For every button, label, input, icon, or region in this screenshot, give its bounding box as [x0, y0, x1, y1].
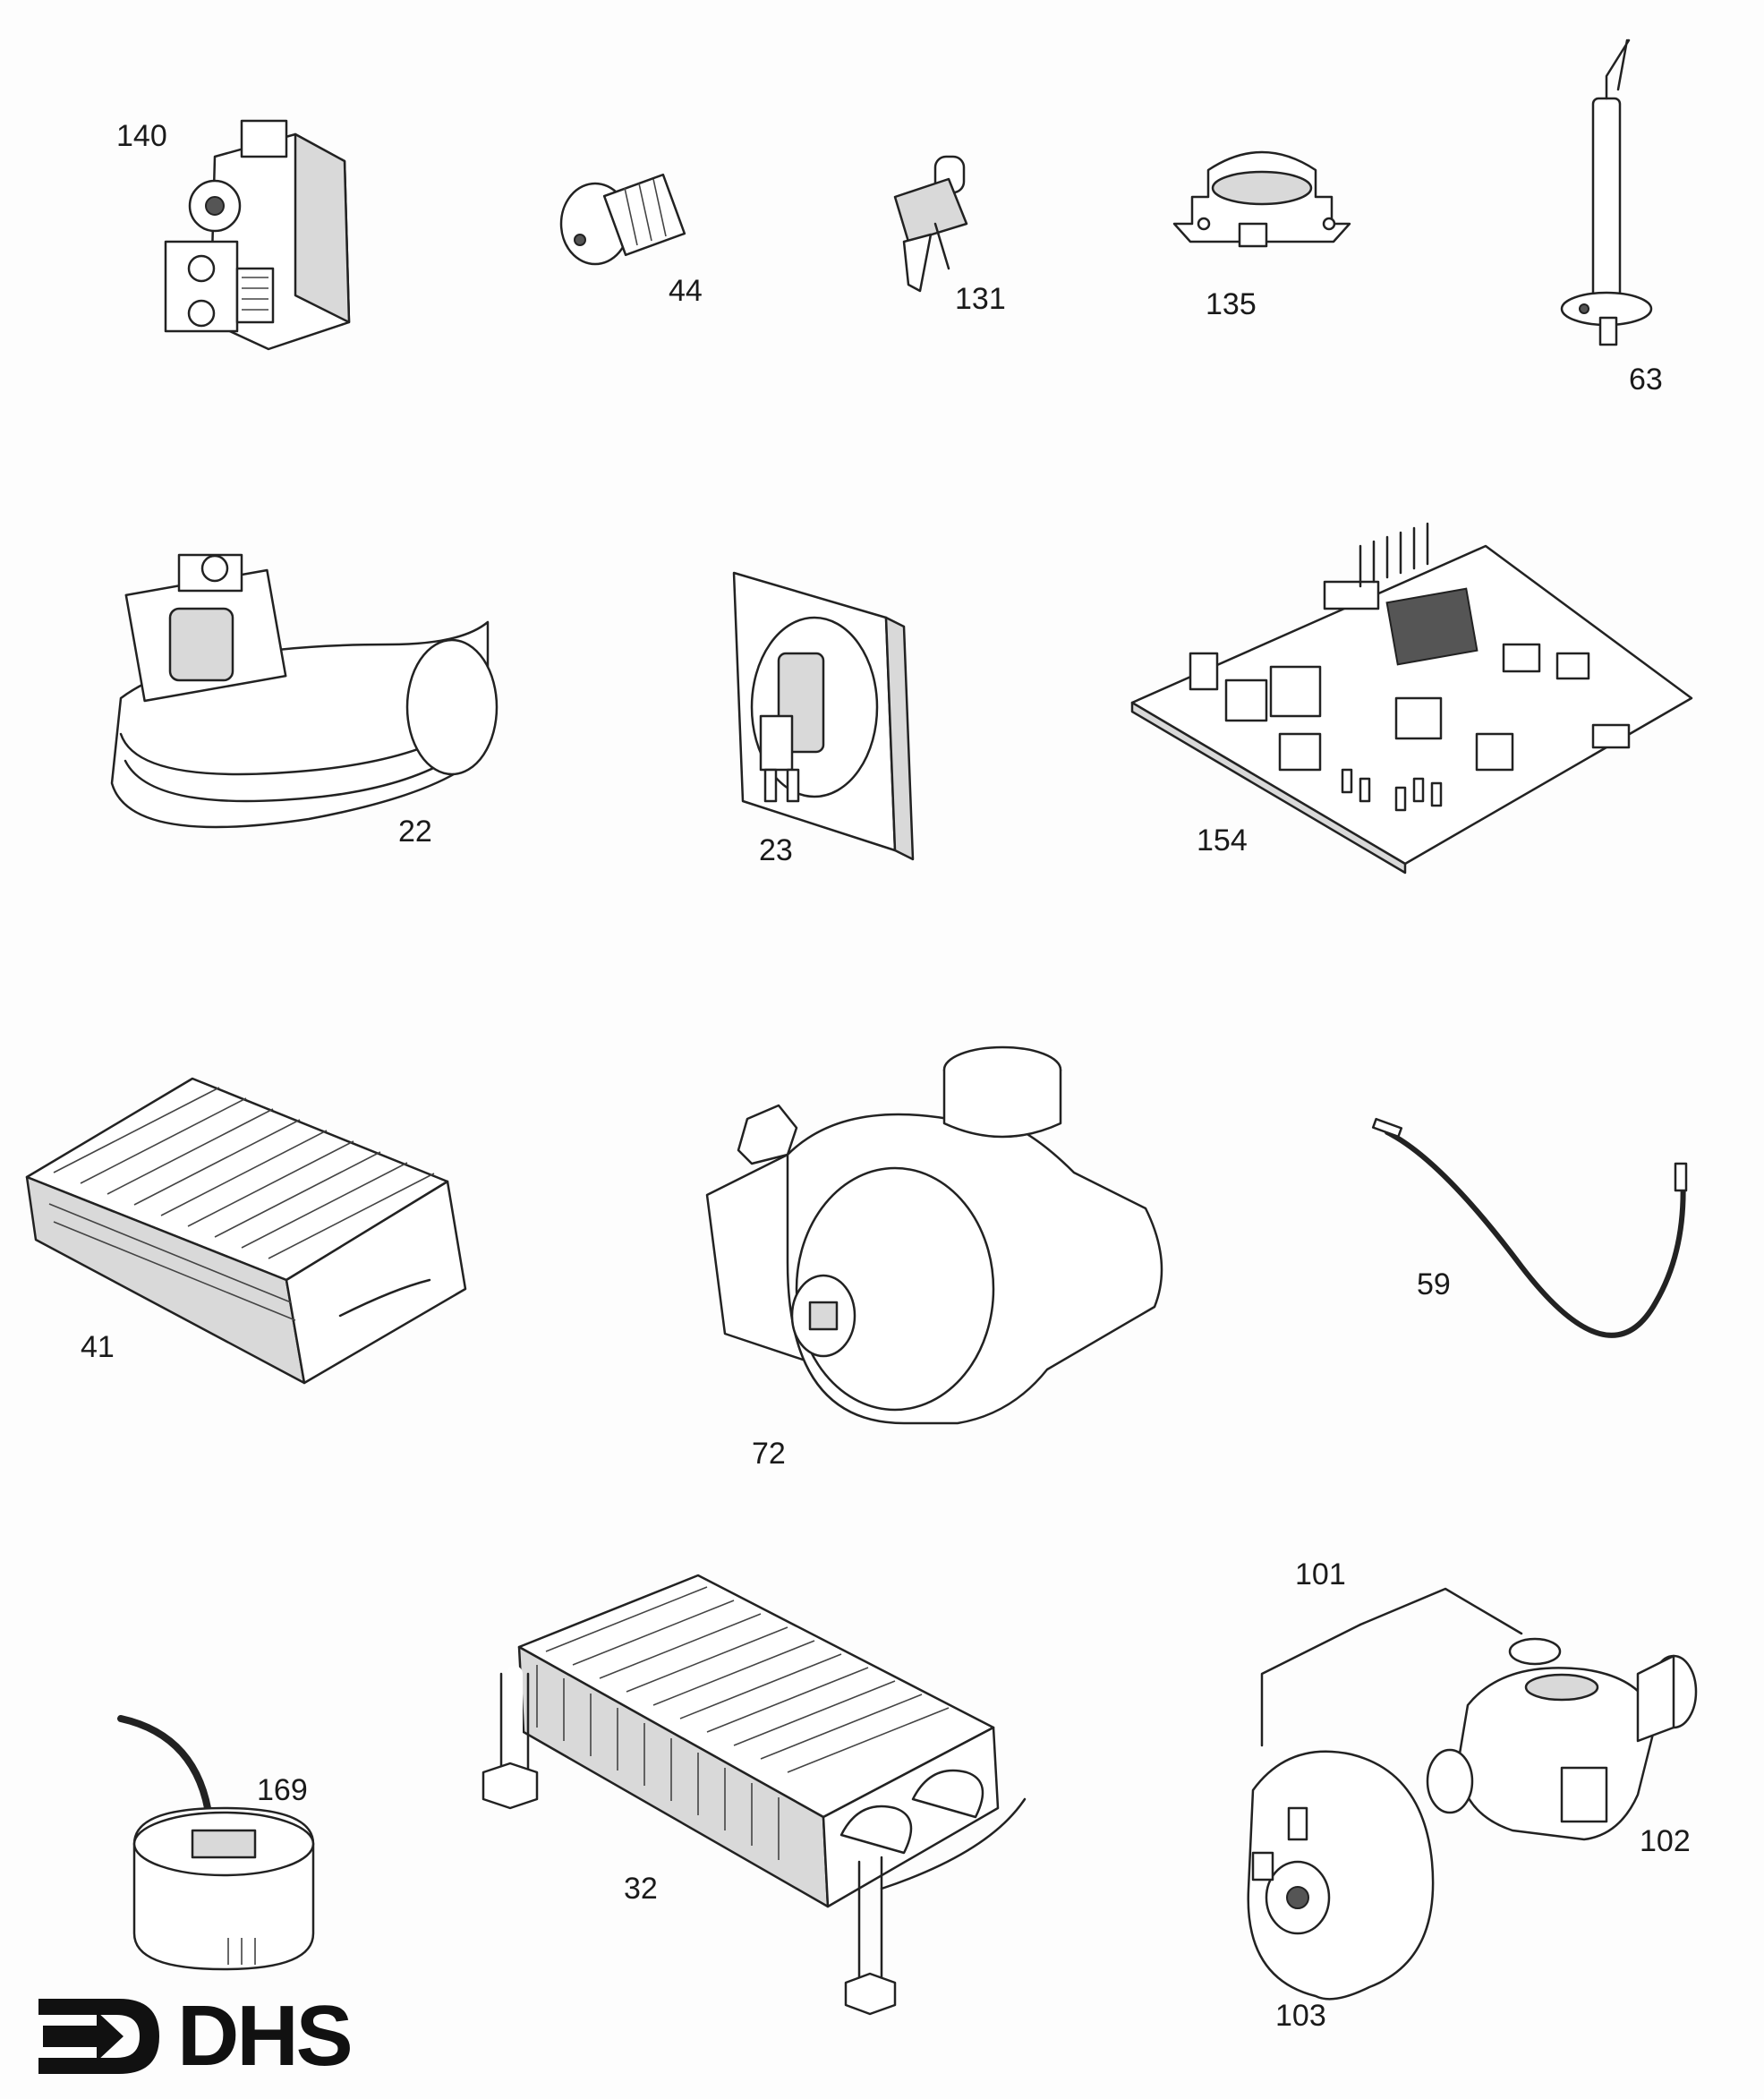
part-label-pressure-switch: 23	[759, 833, 793, 867]
part-label-gas-valve: 140	[116, 119, 167, 153]
gas-valve-drawing	[164, 119, 351, 351]
part-label-diaphragm-housing: 103	[1275, 1999, 1326, 2033]
fan-drawing	[110, 553, 499, 829]
part-label-fan: 22	[398, 815, 432, 849]
heat-exchanger-drawing	[481, 1574, 1027, 2016]
part-label-pcb: 154	[1197, 823, 1248, 858]
part-label-valve-assembly: 101	[1295, 1557, 1346, 1591]
pump-drawing	[705, 1045, 1163, 1425]
overheat-thermostat-drawing	[1172, 150, 1351, 248]
diverter-valve-drawing	[1426, 1637, 1698, 1841]
valve-assembly-bracket	[1260, 1587, 1523, 1747]
sensor-drawing	[117, 1715, 315, 1971]
thermistor-drawing	[893, 155, 968, 293]
injector-drawing	[559, 173, 686, 266]
logo-text: DHS	[177, 1988, 354, 2084]
lead-drawing	[1371, 1117, 1688, 1338]
arrow-bracket-icon	[38, 1999, 159, 2074]
part-label-overheat-thermostat: 135	[1206, 287, 1257, 321]
part-label-sensor: 169	[257, 1773, 308, 1807]
part-label-burner: 41	[81, 1330, 115, 1364]
burner-drawing	[25, 1077, 467, 1385]
part-label-electrode: 63	[1629, 363, 1663, 397]
part-label-diverter-valve: 102	[1640, 1824, 1691, 1858]
part-label-thermistor: 131	[955, 282, 1006, 316]
diaphragm-housing-drawing	[1247, 1750, 1435, 2001]
part-label-heat-exchanger: 32	[624, 1872, 658, 1906]
electrode-drawing	[1560, 38, 1653, 346]
part-label-lead: 59	[1417, 1267, 1451, 1301]
dhs-logo: DHS	[34, 1992, 374, 2081]
pcb-drawing	[1130, 522, 1693, 875]
part-label-pump: 72	[752, 1437, 786, 1471]
pressure-switch-drawing	[732, 571, 915, 861]
part-label-injector: 44	[669, 274, 703, 308]
